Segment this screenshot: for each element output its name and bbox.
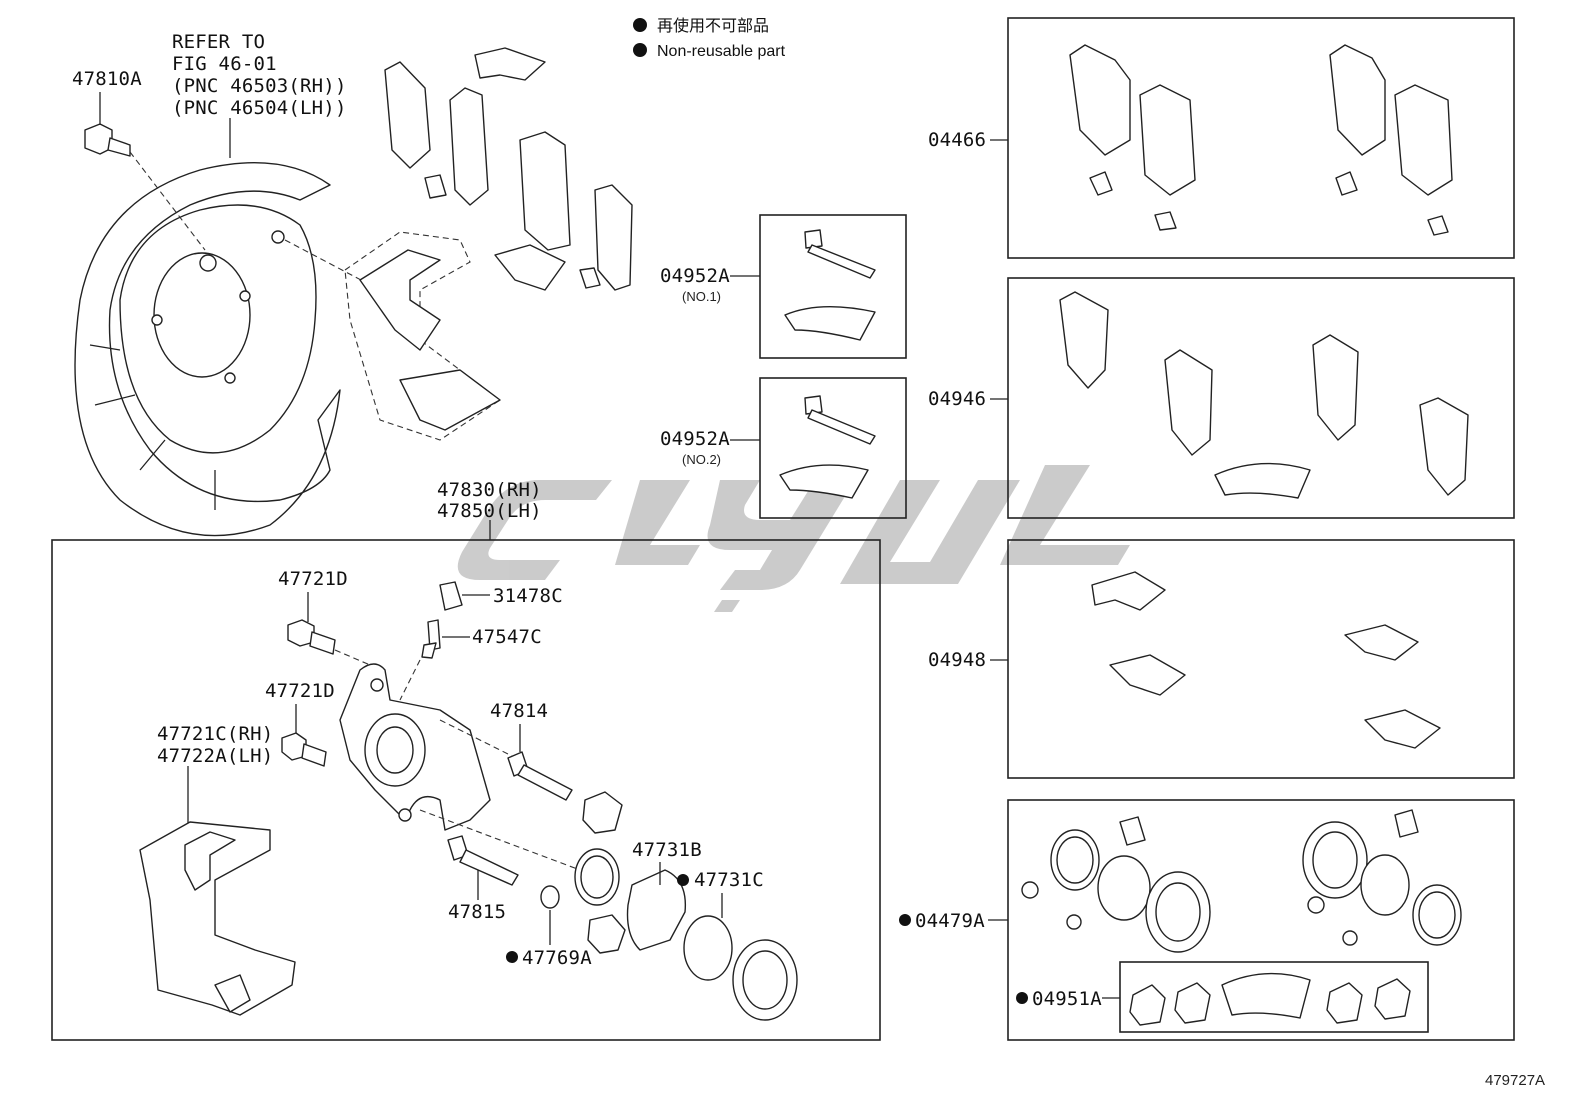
kit-04479A: 04479A [899,799,1515,1041]
figure-id: 479727A [1485,1072,1545,1089]
label-04952A-1: 04952A [660,265,730,287]
non-reusable-dot-icon [633,43,647,57]
bolt-47810A: 47810A [72,68,381,291]
refer-line-4: (PNC 46504(LH)) [172,97,347,119]
label-04952A-2-sub: (NO.2) [682,452,721,467]
piston-group: 47731B 47731C [574,839,798,1021]
non-reusable-dot-icon [506,951,518,963]
pin-boots [582,791,626,954]
dust-shield [74,162,341,537]
refer-note: REFER TO FIG 46-01 (PNC 46503(RH)) (PNC … [172,31,347,158]
legend: 再使用不可部品 Non-reusable part [633,17,786,60]
label-04948: 04948 [928,649,986,671]
label-47721D-b: 47721D [265,680,335,702]
label-47850: 47850(LH) [437,500,542,522]
label-04466: 04466 [928,129,986,151]
kit-04951A: 04951A [1016,961,1429,1033]
label-04946: 04946 [928,388,986,410]
label-47722A: 47722A(LH) [157,745,273,767]
upper-torque-plate [344,231,501,441]
bushing-47769A: 47769A [506,885,592,969]
label-47815: 47815 [448,901,506,923]
label-31478C: 31478C [493,585,563,607]
refer-line-1: REFER TO [172,31,265,53]
refer-line-3: (PNC 46503(RH)) [172,75,347,97]
label-47721D-a: 47721D [278,568,348,590]
label-04952A-1-sub: (NO.1) [682,289,721,304]
caliper-assembly-box: 47830(RH) 47850(LH) [51,479,881,1041]
label-47721C: 47721C(RH) [157,723,273,745]
label-04479A: 04479A [915,910,985,932]
cap-31478C: 31478C [439,581,563,611]
kit-04946: 04946 [928,277,1515,519]
kit-04466: 04466 [928,17,1515,259]
refer-line-2: FIG 46-01 [172,53,277,75]
non-reusable-dot-icon [633,18,647,32]
label-47731B: 47731B [632,839,702,861]
label-47814: 47814 [490,700,548,722]
label-47731C: 47731C [694,869,764,891]
label-47810A: 47810A [72,68,142,90]
bolt-47721D-lower: 47721D [265,680,335,767]
torque-plate-47721C: 47721C(RH) 47722A(LH) [139,723,296,1016]
non-reusable-dot-icon [677,874,689,886]
legend-jp: 再使用不可部品 [657,17,769,35]
bolt-47721D-upper: 47721D [278,568,371,666]
legend-en: Non-reusable part [657,43,786,60]
label-47769A: 47769A [522,947,592,969]
label-04951A: 04951A [1032,988,1102,1010]
non-reusable-dot-icon [899,914,911,926]
label-04952A-2: 04952A [660,428,730,450]
caliper-body [339,663,581,871]
box-04952A-no2: 04952A (NO.2) [660,377,907,519]
upper-pads [384,47,633,291]
bleeder-47547C: 47547C [399,619,542,701]
pin-47815: 47815 [447,835,519,923]
label-47547C: 47547C [472,626,542,648]
kit-04948: 04948 [928,539,1515,779]
pin-47814: 47814 [490,700,573,801]
non-reusable-dot-icon [1016,992,1028,1004]
box-04952A-no1: 04952A (NO.1) [660,214,907,359]
label-47830: 47830(RH) [437,479,542,501]
